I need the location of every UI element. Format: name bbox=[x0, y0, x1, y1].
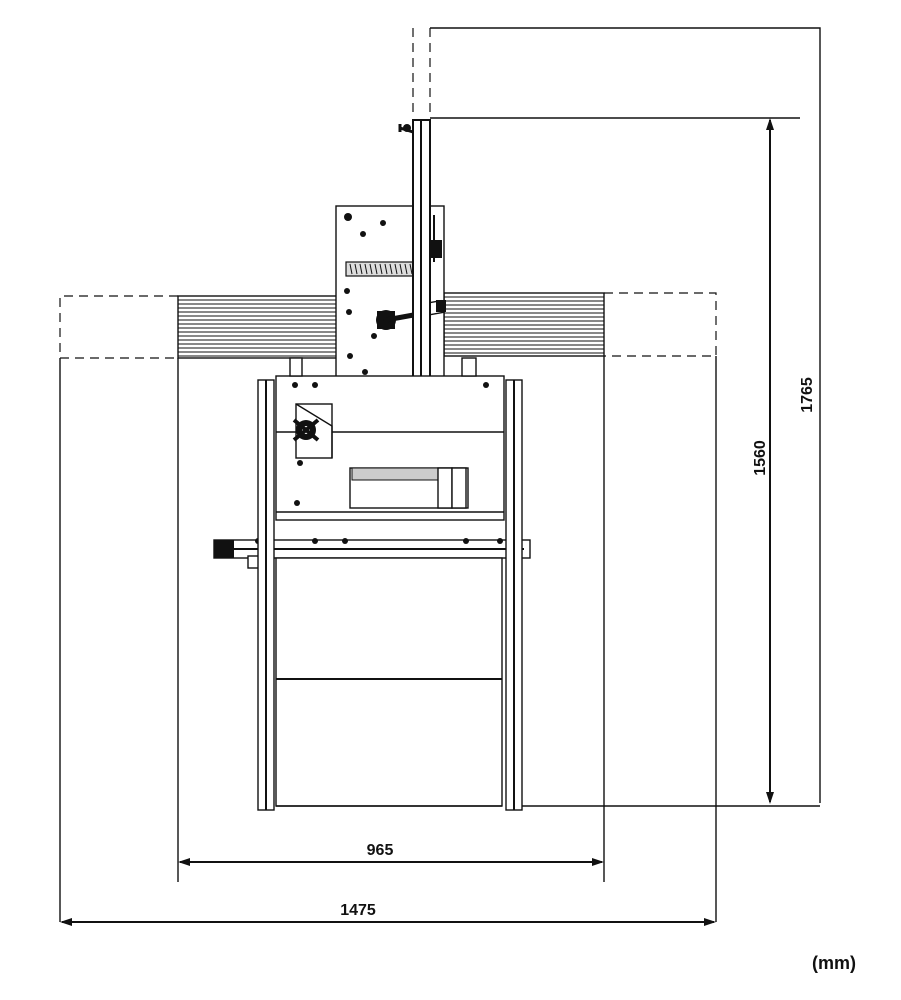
sliding-carriage bbox=[275, 557, 503, 807]
scale-tick bbox=[364, 263, 368, 275]
scale-tick bbox=[359, 263, 363, 275]
dimension-label-1560: 1560 bbox=[752, 440, 769, 476]
outer-frame-lines bbox=[59, 27, 821, 922]
scale-tick bbox=[394, 263, 398, 275]
extension-outline-left bbox=[59, 295, 178, 359]
angle-knob bbox=[292, 418, 320, 442]
scale-tick bbox=[389, 263, 393, 275]
left-rail bbox=[257, 379, 275, 811]
extension-table-right bbox=[443, 292, 605, 357]
dimension-1475 bbox=[60, 918, 716, 926]
scale-tick bbox=[354, 263, 358, 275]
scale-tick bbox=[399, 263, 403, 275]
scale-tick bbox=[349, 263, 353, 275]
dimension-label-1475: 1475 bbox=[340, 902, 376, 919]
dimension-1560 bbox=[766, 118, 774, 804]
scale-tick bbox=[404, 263, 408, 275]
scale-tick bbox=[374, 263, 378, 275]
scale-tick bbox=[379, 263, 383, 275]
scale-tick bbox=[369, 263, 373, 275]
dimension-label-965: 965 bbox=[367, 842, 394, 859]
dimension-label-1765: 1765 bbox=[799, 377, 816, 413]
right-rail bbox=[505, 379, 523, 811]
guide-arm bbox=[398, 119, 446, 401]
scale-tick bbox=[409, 263, 413, 275]
dimension-965 bbox=[178, 858, 604, 866]
units-label: (mm) bbox=[812, 953, 856, 973]
extension-outline-right bbox=[604, 292, 717, 357]
blade-slot bbox=[349, 467, 469, 509]
scale-tick bbox=[384, 263, 388, 275]
extension-table-left bbox=[177, 295, 339, 359]
extension-outline-top bbox=[412, 28, 431, 118]
